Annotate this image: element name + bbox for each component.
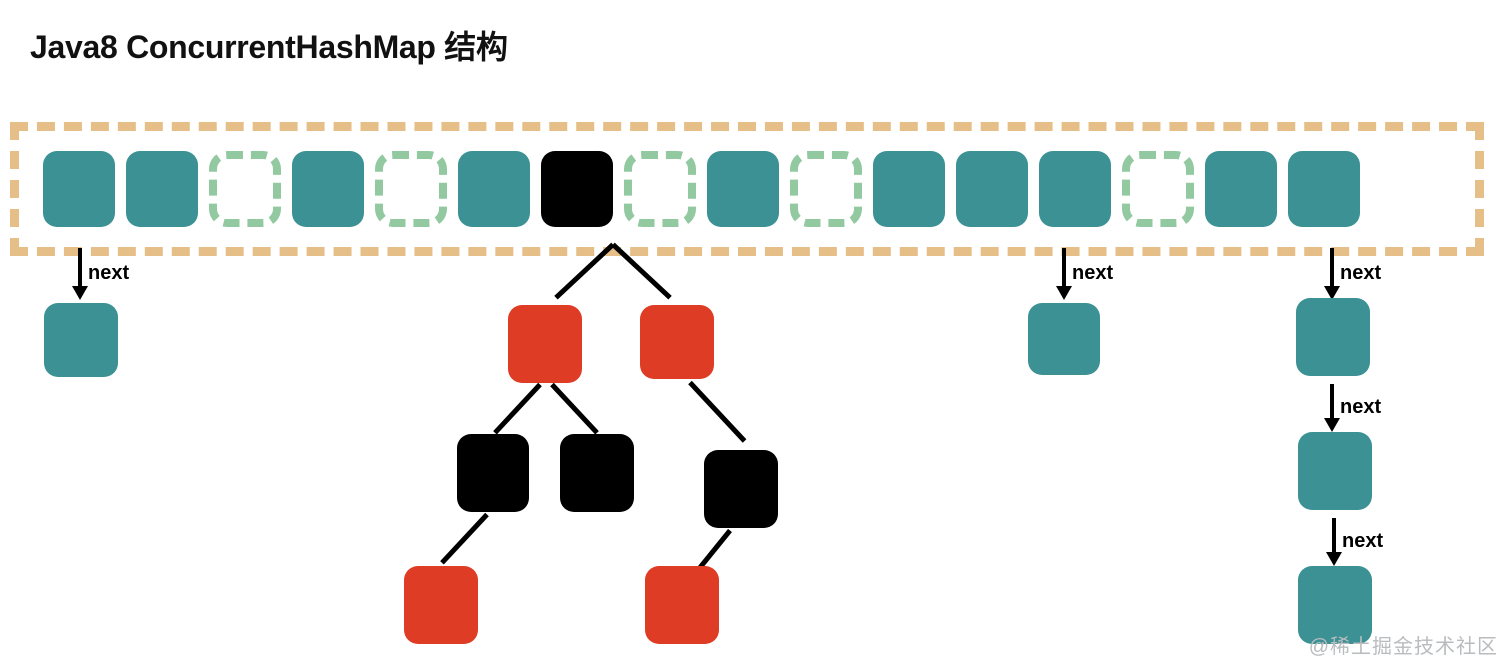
next-label-slot-14-2: next	[1340, 396, 1382, 418]
tree-edge-black1-left	[440, 512, 489, 565]
array-slot-10[interactable]	[873, 151, 945, 227]
tree-node-red-right[interactable]	[640, 305, 714, 379]
tree-edge-redright-right	[688, 380, 747, 443]
array-slot-13-empty[interactable]	[1122, 151, 1194, 227]
chain-node-slot-14-3[interactable]	[1298, 566, 1372, 644]
tree-node-red-left[interactable]	[508, 305, 582, 383]
watermark: @稀土掘金技术社区	[1308, 636, 1498, 658]
array-slot-7-empty[interactable]	[624, 151, 696, 227]
array-slot-5[interactable]	[458, 151, 530, 227]
array-slot-8[interactable]	[707, 151, 779, 227]
array-slot-6-tree-root[interactable]	[541, 151, 613, 227]
chain-node-slot-0-1[interactable]	[44, 303, 118, 377]
chain-node-slot-14-2[interactable]	[1298, 432, 1372, 510]
chain-node-slot-14-1[interactable]	[1296, 298, 1370, 376]
array-slot-9-empty[interactable]	[790, 151, 862, 227]
tree-node-black-1[interactable]	[457, 434, 529, 512]
tree-node-black-2[interactable]	[560, 434, 634, 512]
next-label-slot-11: next	[1072, 262, 1114, 284]
page-title: Java8 ConcurrentHashMap 结构	[30, 29, 508, 65]
tree-edge-redleft-left	[493, 382, 542, 435]
array-slot-11[interactable]	[956, 151, 1028, 227]
array-slot-2-empty[interactable]	[209, 151, 281, 227]
array-slot-15[interactable]	[1288, 151, 1360, 227]
array-slot-3[interactable]	[292, 151, 364, 227]
array-slot-0[interactable]	[43, 151, 115, 227]
tree-node-red-leaf-2[interactable]	[645, 566, 719, 644]
tree-edge-redleft-right	[550, 382, 599, 435]
array-slot-12[interactable]	[1039, 151, 1111, 227]
array-slot-14[interactable]	[1205, 151, 1277, 227]
tree-node-black-3[interactable]	[704, 450, 778, 528]
next-label-slot-0: next	[88, 262, 130, 284]
hash-table-array	[10, 122, 1484, 256]
next-label-slot-14-3: next	[1342, 530, 1384, 552]
next-label-slot-14-1: next	[1340, 262, 1382, 284]
array-slot-4-empty[interactable]	[375, 151, 447, 227]
chain-node-slot-11-1[interactable]	[1028, 303, 1100, 375]
array-slot-1[interactable]	[126, 151, 198, 227]
tree-node-red-leaf-1[interactable]	[404, 566, 478, 644]
